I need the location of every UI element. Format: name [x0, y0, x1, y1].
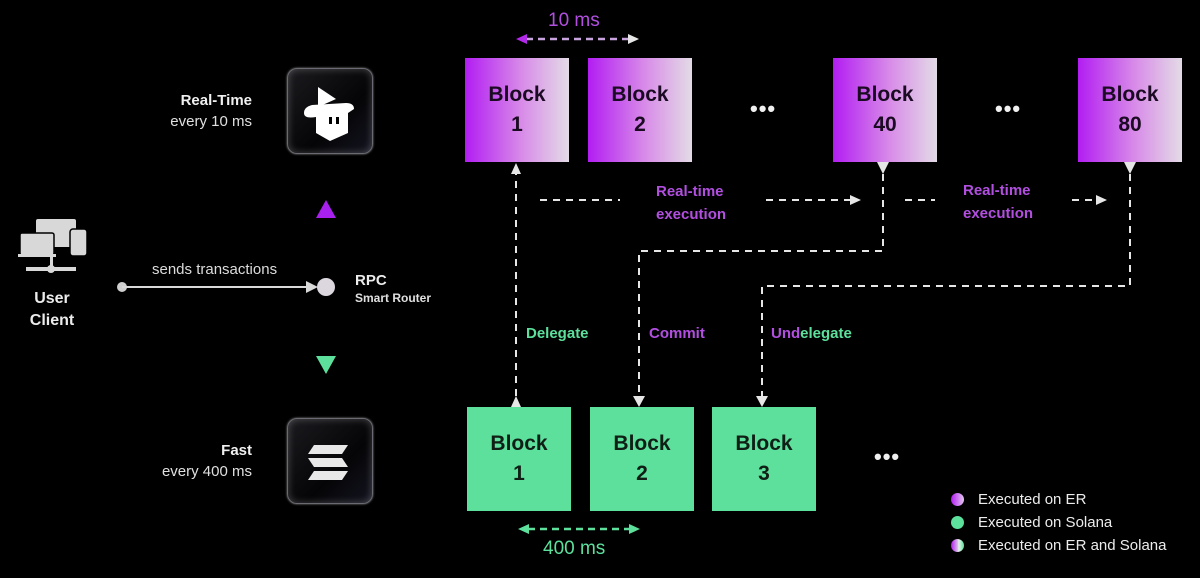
delegate-label: Delegate — [526, 325, 589, 342]
client-to-router-edge — [117, 281, 318, 293]
solana-interval-label: 400 ms — [543, 538, 606, 559]
solana-block-3[interactable]: Block 3 — [712, 407, 816, 511]
er-ellipsis-2: ••• — [995, 96, 1022, 121]
commit-edge — [633, 162, 889, 407]
delegate-edge — [511, 163, 521, 407]
arrowhead — [850, 195, 861, 205]
solana-logo-icon — [287, 418, 373, 504]
realtime-label-group: Real-Time every 10 ms — [120, 92, 252, 130]
user-client-line2: Client — [29, 312, 75, 329]
execution-line1: Real-time — [963, 182, 1031, 199]
er-block-40[interactable]: Block 40 — [833, 58, 937, 162]
legend-item-solana: Executed on Solana — [951, 514, 1112, 531]
block-label: Block — [735, 432, 793, 455]
block-label: Block — [611, 83, 669, 106]
block-number: 80 — [1118, 113, 1142, 136]
legend-item-er: Executed on ER — [951, 491, 1086, 508]
er-block-2[interactable]: Block 2 — [588, 58, 692, 162]
realtime-execution-label-2: Real-time execution — [963, 179, 1033, 225]
undelegate-label-part1: Und — [771, 325, 801, 342]
block-label: Block — [490, 432, 548, 455]
er-block-1[interactable]: Block 1 — [465, 58, 569, 162]
er-solana-swatch-icon — [951, 539, 964, 552]
legend-label: Executed on Solana — [978, 514, 1113, 531]
commit-label: Commit — [649, 325, 705, 342]
fast-title: Fast — [221, 442, 252, 459]
realtime-execution-label-1: Real-time execution — [656, 180, 726, 226]
execution-line2: execution — [963, 205, 1034, 222]
rpc-title: RPC — [355, 272, 387, 289]
legend-label: Executed on ER and Solana — [978, 537, 1167, 554]
fast-subtitle: every 400 ms — [161, 463, 252, 480]
user-client-line1: User — [34, 290, 70, 307]
block-number: 40 — [873, 113, 897, 136]
solana-swatch-icon — [951, 516, 964, 529]
realtime-subtitle: every 10 ms — [170, 113, 252, 130]
rpc-subtitle: Smart Router — [355, 291, 432, 305]
block-number: 1 — [511, 113, 523, 136]
er-interval-label: 10 ms — [548, 10, 600, 31]
execution-line1: Real-time — [656, 183, 724, 200]
block-label: Block — [488, 83, 546, 106]
rpc-router-label: RPC Smart Router — [355, 272, 431, 305]
legend-label: Executed on ER — [978, 491, 1087, 508]
magicblock-wizard-icon — [287, 68, 373, 154]
er-swatch-icon — [951, 493, 964, 506]
router-node — [317, 278, 335, 296]
solana-block-1[interactable]: Block 1 — [467, 407, 571, 511]
block-number: 2 — [636, 462, 648, 485]
sends-transactions-label: sends transactions — [152, 261, 278, 278]
solana-block-2[interactable]: Block 2 — [590, 407, 694, 511]
undelegate-edge — [756, 162, 1136, 407]
er-interval-arrow — [516, 34, 639, 44]
arrowhead — [1096, 195, 1107, 205]
block-number: 3 — [758, 462, 770, 485]
legend-item-both: Executed on ER and Solana — [951, 537, 1166, 554]
block-number: 1 — [513, 462, 525, 485]
undelegate-label: Undelegate — [771, 325, 852, 342]
er-ellipsis-1: ••• — [750, 96, 777, 121]
router-up-arrow — [316, 200, 336, 287]
execution-line2: execution — [656, 206, 727, 223]
solana-interval-arrow — [518, 524, 640, 534]
user-client-label: User Client — [14, 288, 90, 332]
router-down-arrow — [316, 287, 336, 374]
block-label: Block — [613, 432, 671, 455]
block-number: 2 — [634, 113, 646, 136]
solana-ellipsis: ••• — [874, 444, 901, 469]
block-label: Block — [1101, 83, 1159, 106]
fast-label-group: Fast every 400 ms — [120, 442, 252, 480]
block-label: Block — [856, 83, 914, 106]
er-block-80[interactable]: Block 80 — [1078, 58, 1182, 162]
undelegate-label-part2: elegate — [800, 325, 852, 342]
realtime-title: Real-Time — [180, 92, 252, 109]
devices-network-icon — [14, 216, 90, 280]
